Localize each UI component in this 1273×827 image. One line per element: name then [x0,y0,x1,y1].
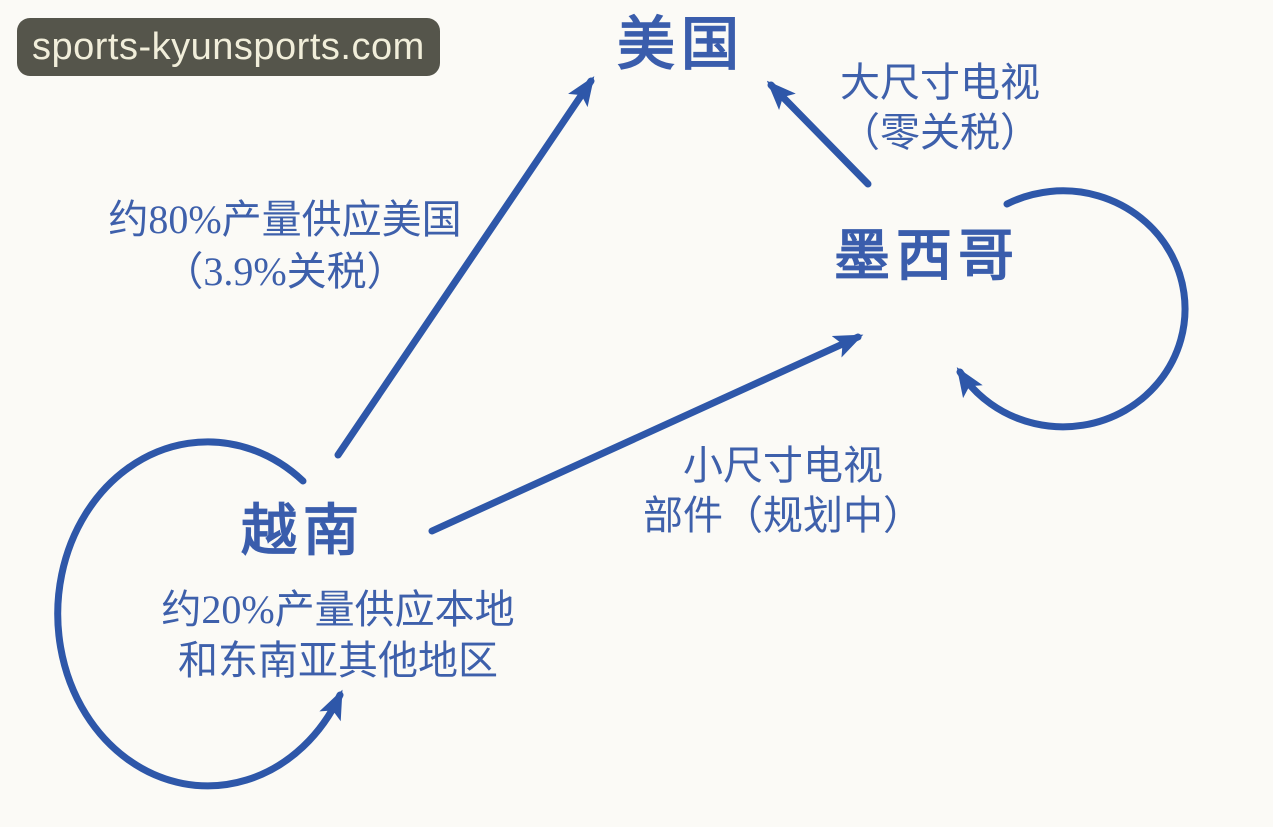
arrow-vietnam-to-usa [334,76,595,459]
edge-label-line: 约80%产量供应美国 [108,197,462,242]
edge-label-line: 和东南亚其他地区 [178,638,498,683]
edge-label-line: 大尺寸电视 [840,60,1040,105]
edge-label-line: 部件（规划中） [643,493,923,538]
edge-label-vietnam-to-mexico: 小尺寸电视 部件（规划中） [633,441,933,541]
watermark-badge: sports-kyunsports.com [17,18,440,76]
arrow-mexico-self-loop [956,187,1189,431]
node-vietnam: 越南 [241,501,365,563]
arrow-vietnam-to-mexico [428,333,864,535]
edge-label-line: （零关税） [840,110,1040,155]
edge-label-vietnam-to-usa: 约80%产量供应美国 （3.9%关税） [35,194,535,298]
arrow-vietnam-self-loop [54,438,344,790]
node-usa: 美国 [616,12,745,77]
edge-label-line: 约20%产量供应本地 [161,587,515,632]
arrow-mexico-to-usa [766,80,872,188]
edge-label-line: 小尺寸电视 [683,443,883,488]
edge-label-line: （3.9%关税） [163,249,407,294]
edge-label-mexico-to-usa: 大尺寸电视 （零关税） [790,58,1090,158]
edge-label-vietnam-self-loop: 约20%产量供应本地 和东南亚其他地区 [88,584,588,686]
node-mexico: 墨西哥 [834,226,1020,288]
watermark-text: sports-kyunsports.com [32,25,425,68]
